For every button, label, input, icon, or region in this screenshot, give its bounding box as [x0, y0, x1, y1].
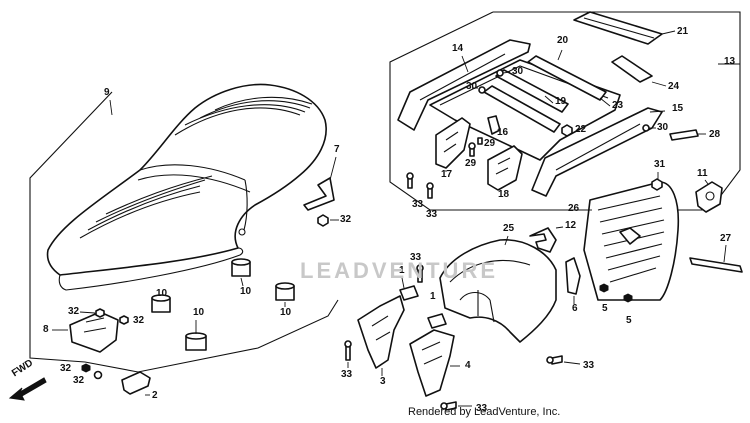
tail-cowl-25	[439, 239, 557, 343]
callout-8: 8	[43, 324, 49, 335]
hinge-8	[69, 311, 119, 353]
callout-33: 33	[412, 199, 424, 210]
callout-29: 29	[465, 158, 477, 169]
callout-30: 30	[512, 66, 524, 77]
callout-32: 32	[133, 315, 145, 326]
callout-6: 6	[572, 303, 578, 314]
callout-30: 30	[466, 81, 478, 92]
callout-10: 10	[156, 288, 168, 299]
callout-5: 5	[626, 315, 632, 326]
callout-33: 33	[426, 209, 438, 220]
callout-17: 17	[441, 169, 453, 180]
bracket-4	[409, 329, 455, 397]
callout-2: 2	[152, 390, 158, 401]
callout-30: 30	[657, 122, 669, 133]
callout-3: 3	[380, 376, 386, 387]
callout-24: 24	[668, 81, 680, 92]
bracket-7	[303, 177, 335, 211]
callout-31: 31	[654, 159, 666, 170]
callout-7: 7	[334, 144, 340, 155]
cushions	[151, 258, 295, 351]
seat	[46, 83, 327, 291]
callout-32: 32	[340, 214, 352, 225]
bracket-2	[121, 371, 151, 395]
callout-27: 27	[720, 233, 732, 244]
callout-10: 10	[193, 307, 205, 318]
clip-12	[529, 227, 557, 253]
credit-text: Rendered by LeadVenture, Inc.	[408, 406, 561, 418]
callout-13: 13	[724, 56, 736, 67]
bracket-18	[487, 145, 523, 191]
callout-23: 23	[612, 100, 624, 111]
callout-20: 20	[557, 35, 569, 46]
callout-11: 11	[697, 168, 708, 179]
callout-26: 26	[568, 203, 580, 214]
rack-group-frame	[389, 11, 741, 211]
callout-32: 32	[73, 375, 85, 386]
callout-32: 32	[60, 363, 72, 374]
callout-32: 32	[68, 306, 80, 317]
callout-10: 10	[280, 307, 292, 318]
callout-1: 1	[430, 291, 436, 302]
fwd-arrow	[8, 377, 47, 401]
bracket-6	[565, 257, 581, 295]
strip-28	[669, 129, 699, 141]
pad-24	[611, 55, 653, 83]
bracket-16	[487, 115, 501, 135]
callout-15: 15	[672, 103, 684, 114]
callout-19: 19	[555, 96, 567, 107]
lock-11	[695, 181, 723, 213]
bracket-17	[435, 117, 471, 169]
callout-33: 33	[583, 360, 595, 371]
callout-9: 9	[104, 87, 110, 98]
callout-10: 10	[240, 286, 252, 297]
callout-28: 28	[709, 129, 721, 140]
callout-22: 22	[575, 124, 587, 135]
callout-1: 1	[399, 265, 405, 276]
callout-33: 33	[476, 403, 488, 414]
callout-33: 33	[410, 252, 422, 263]
callout-25: 25	[503, 223, 515, 234]
callout-18: 18	[498, 189, 510, 200]
callout-16: 16	[497, 127, 509, 138]
callout-12: 12	[565, 220, 577, 231]
callout-29: 29	[484, 138, 496, 149]
rack-rail-14	[397, 39, 531, 131]
callout-5: 5	[602, 303, 608, 314]
callout-4: 4	[465, 360, 471, 371]
emblem-27	[689, 257, 743, 273]
callout-21: 21	[677, 26, 689, 37]
watermark: LEADVENTURE	[300, 258, 499, 283]
seat-group-frame	[29, 91, 339, 373]
bracket-3	[357, 295, 405, 369]
callout-33: 33	[341, 369, 353, 380]
callout-14: 14	[452, 43, 464, 54]
